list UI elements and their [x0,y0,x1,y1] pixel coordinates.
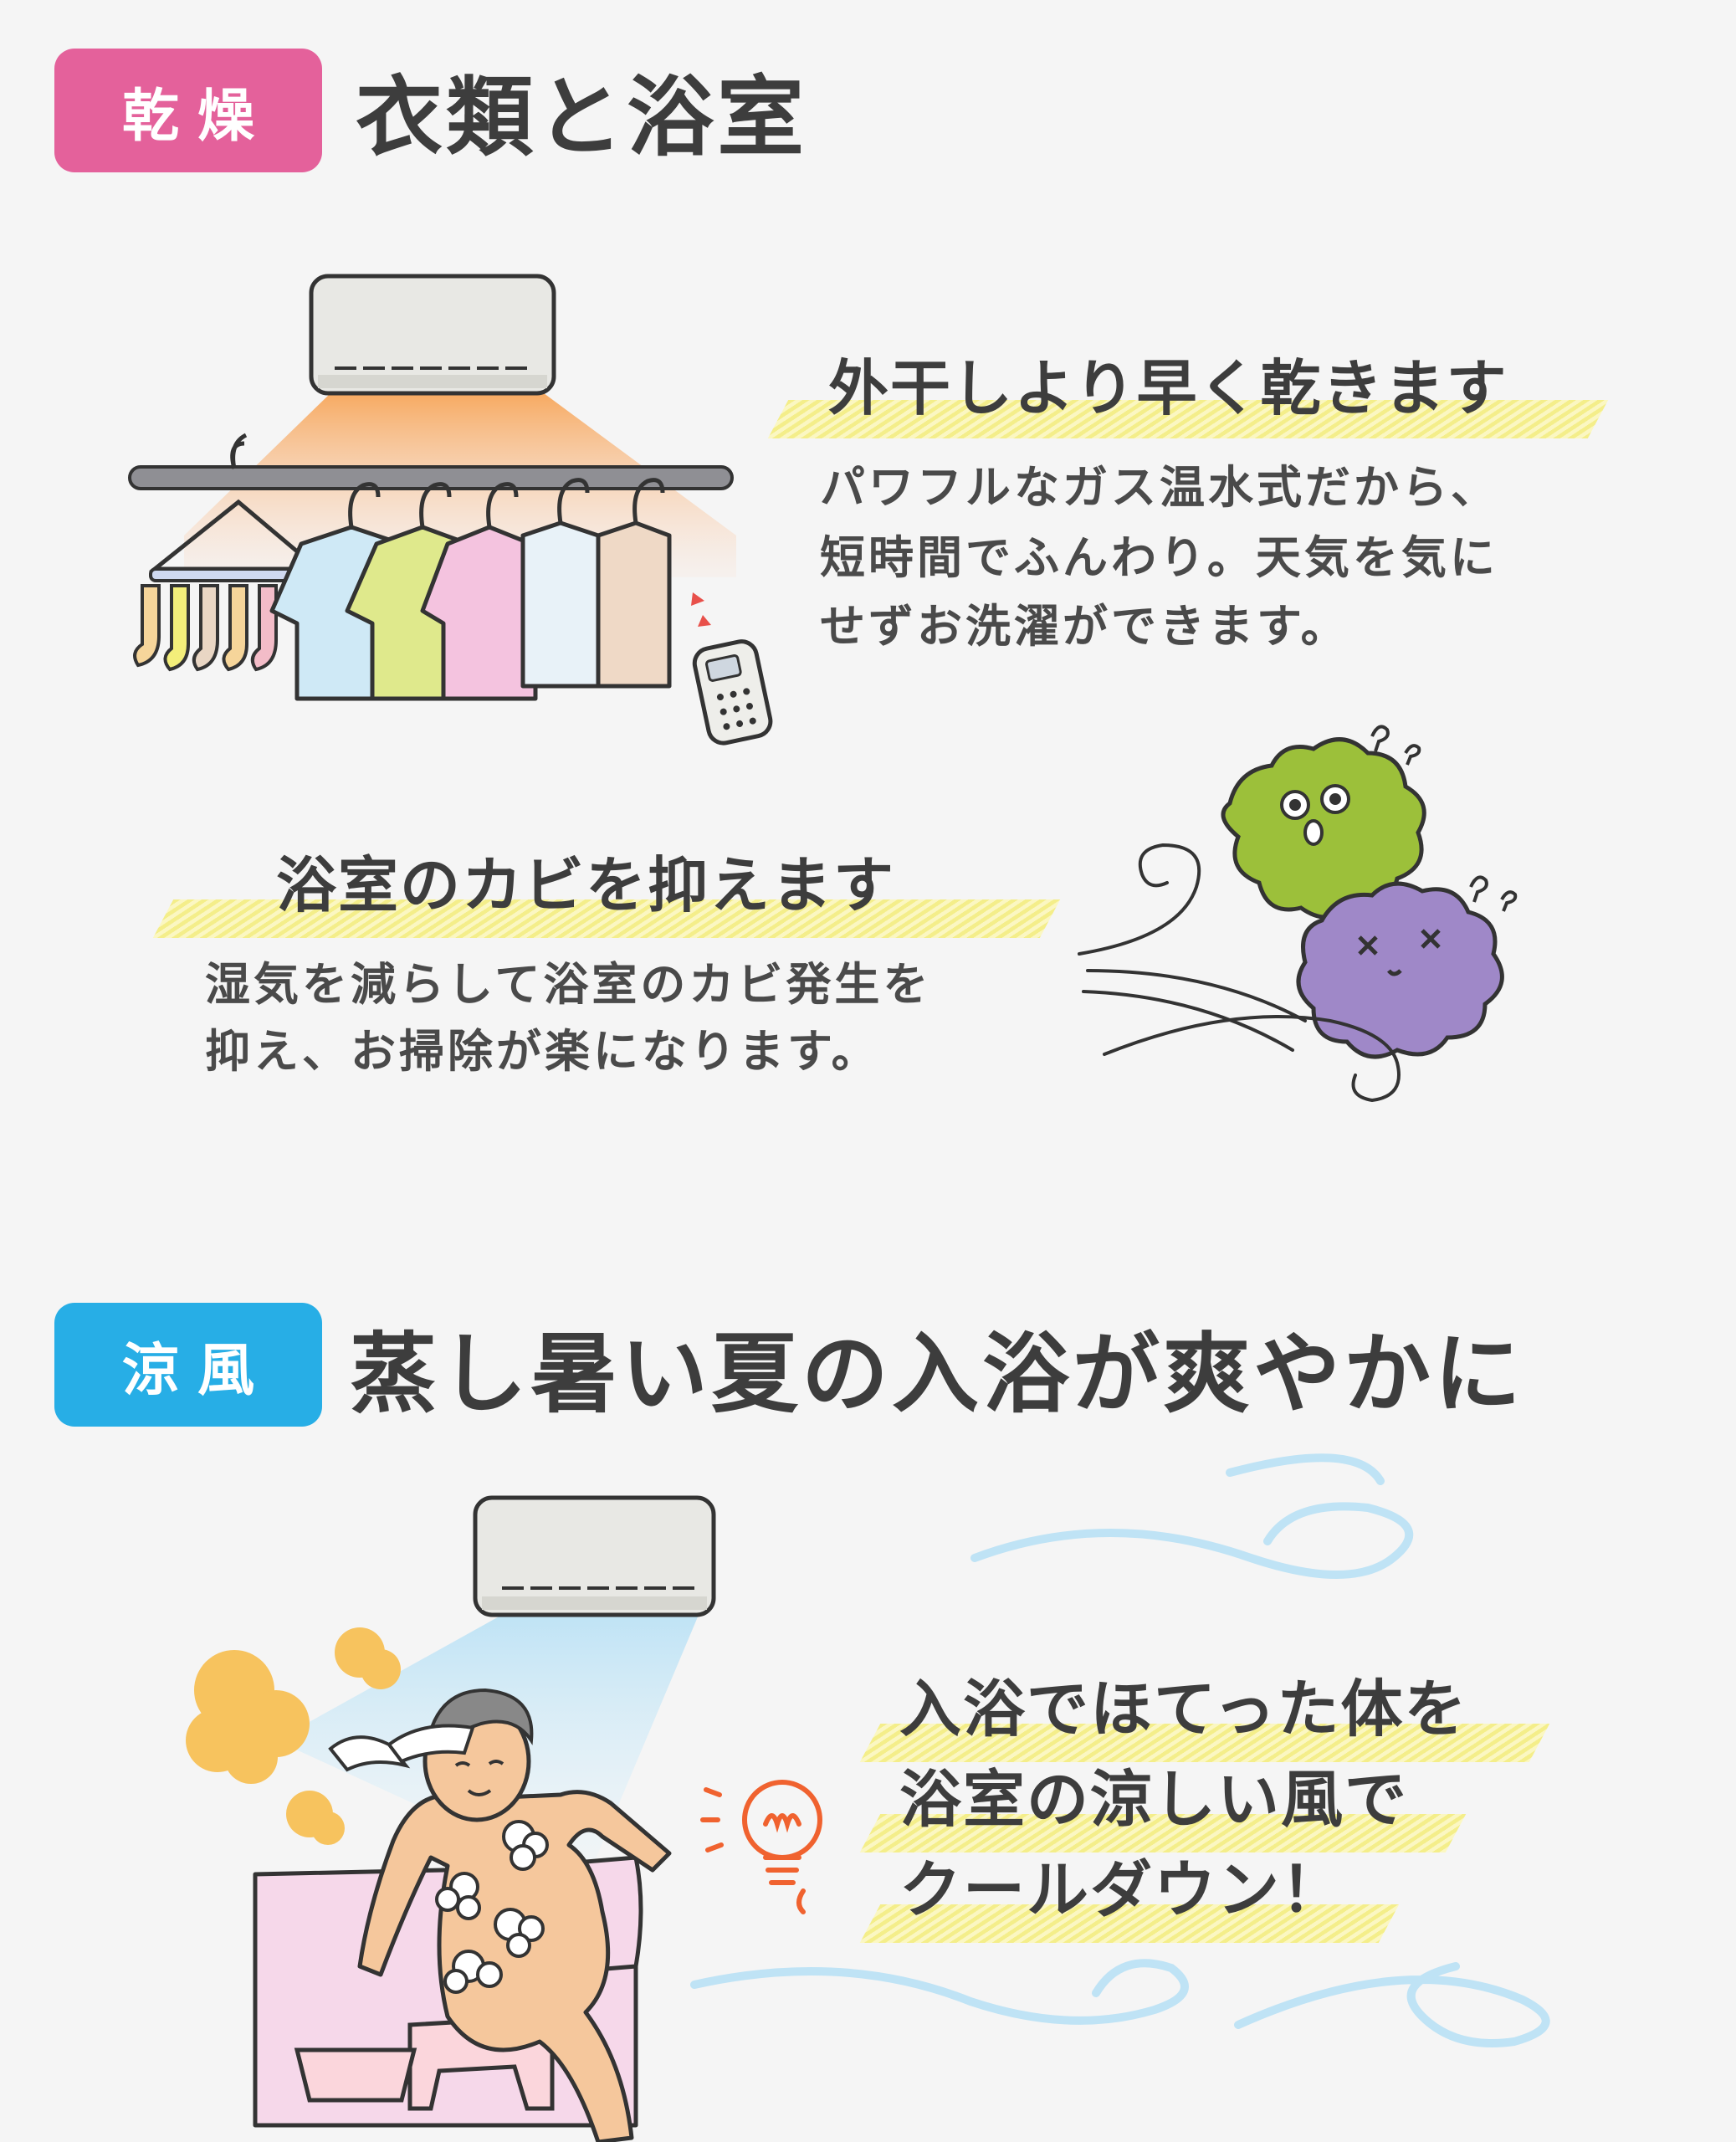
cooling-text-3: クールダウン！ [899,1854,1344,1926]
wind-swirl-icon [1078,843,1401,1103]
feature-drying-text-1: パワフルなガス温水式だから、 [820,461,1499,514]
feature-drying-text-2: 短時間でふんわり。天気を気に [820,531,1498,584]
cooling-badge: 涼風 [54,1303,322,1427]
cooling-text-1: 入浴でほてった体を [899,1673,1468,1745]
drying-section-title: 衣類と浴室 [356,66,808,168]
feature-drying-text-3: せずお洗濯ができます。 [820,600,1349,653]
cooling-text-2: 浴室の涼しい風で [899,1764,1408,1836]
feature-mold-text-1: 湿気を減らして浴室のカビ発生を [205,958,932,1011]
drying-badge: 乾燥 [54,49,322,172]
air-conditioner-icon [473,1495,716,1617]
remote-control-icon [691,592,773,746]
feature-mold-headline: 浴室のカビを抑えます [276,850,896,920]
cooling-section-title: 蒸し暑い夏の入浴が爽やかに [350,1323,1525,1425]
feature-drying-headline: 外干しより早く乾きます [828,353,1508,423]
air-conditioner-icon [309,274,556,396]
light-bulb-icon [700,1780,822,1914]
feature-mold-text-2: 抑え、お掃除が楽になります。 [205,1025,880,1078]
